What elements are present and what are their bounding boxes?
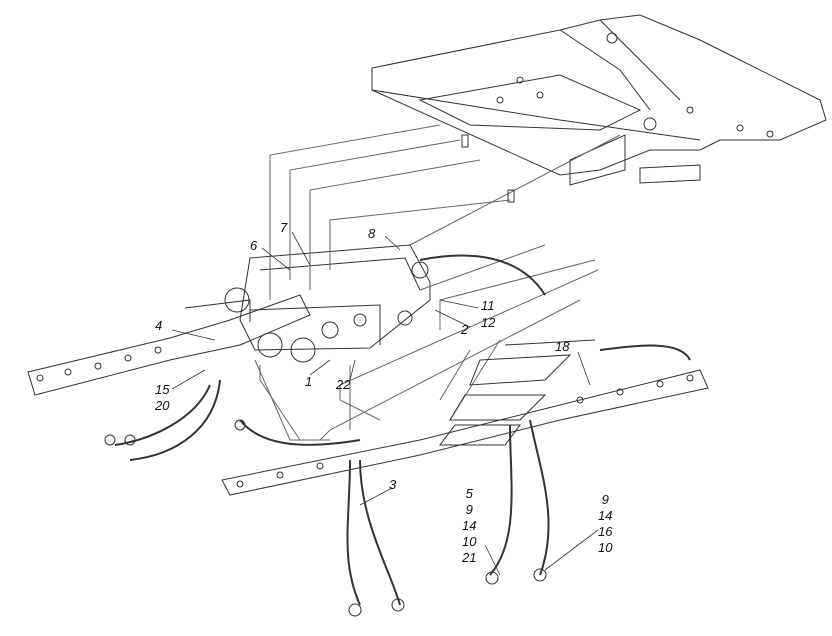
callout-6: 6 xyxy=(250,238,258,253)
callout-7: 7 xyxy=(280,220,288,235)
callout-20: 20 xyxy=(155,398,170,413)
hoses xyxy=(114,254,691,606)
mount-plates xyxy=(439,339,596,446)
valve-module xyxy=(224,244,431,363)
routing-lines xyxy=(254,124,621,441)
fittings xyxy=(104,134,547,617)
callout-3: 3 xyxy=(389,477,397,492)
callout-group-right-item: 16 xyxy=(598,524,613,539)
callout-4: 4 xyxy=(155,318,163,333)
callout-group-left-item: 10 xyxy=(462,534,477,549)
callout-2: 2 xyxy=(461,322,469,337)
callout-group-right-item: 9 xyxy=(601,492,609,507)
callout-group-left-item: 21 xyxy=(462,550,477,565)
callout-leaders xyxy=(171,231,599,576)
lower-left-rail xyxy=(27,294,311,396)
callout-group-left-item: 5 xyxy=(465,486,473,501)
callout-18: 18 xyxy=(555,339,570,354)
callout-8: 8 xyxy=(368,226,376,241)
callout-group-left-item: 14 xyxy=(462,518,477,533)
callout-group-left-item: 9 xyxy=(465,502,473,517)
callout-1: 1 xyxy=(305,374,313,389)
callout-15: 15 xyxy=(155,382,170,397)
callout-12: 12 xyxy=(481,315,496,330)
callout-11: 11 xyxy=(481,298,495,313)
callout-group-left: 5 9 14 10 21 xyxy=(462,486,476,566)
lower-right-rail xyxy=(221,369,709,496)
callout-group-right-item: 10 xyxy=(598,540,613,555)
callout-22: 22 xyxy=(336,377,351,392)
callout-group-right: 9 14 16 10 xyxy=(598,492,612,556)
callout-group-right-item: 14 xyxy=(598,508,613,523)
upper-frame xyxy=(371,14,827,186)
